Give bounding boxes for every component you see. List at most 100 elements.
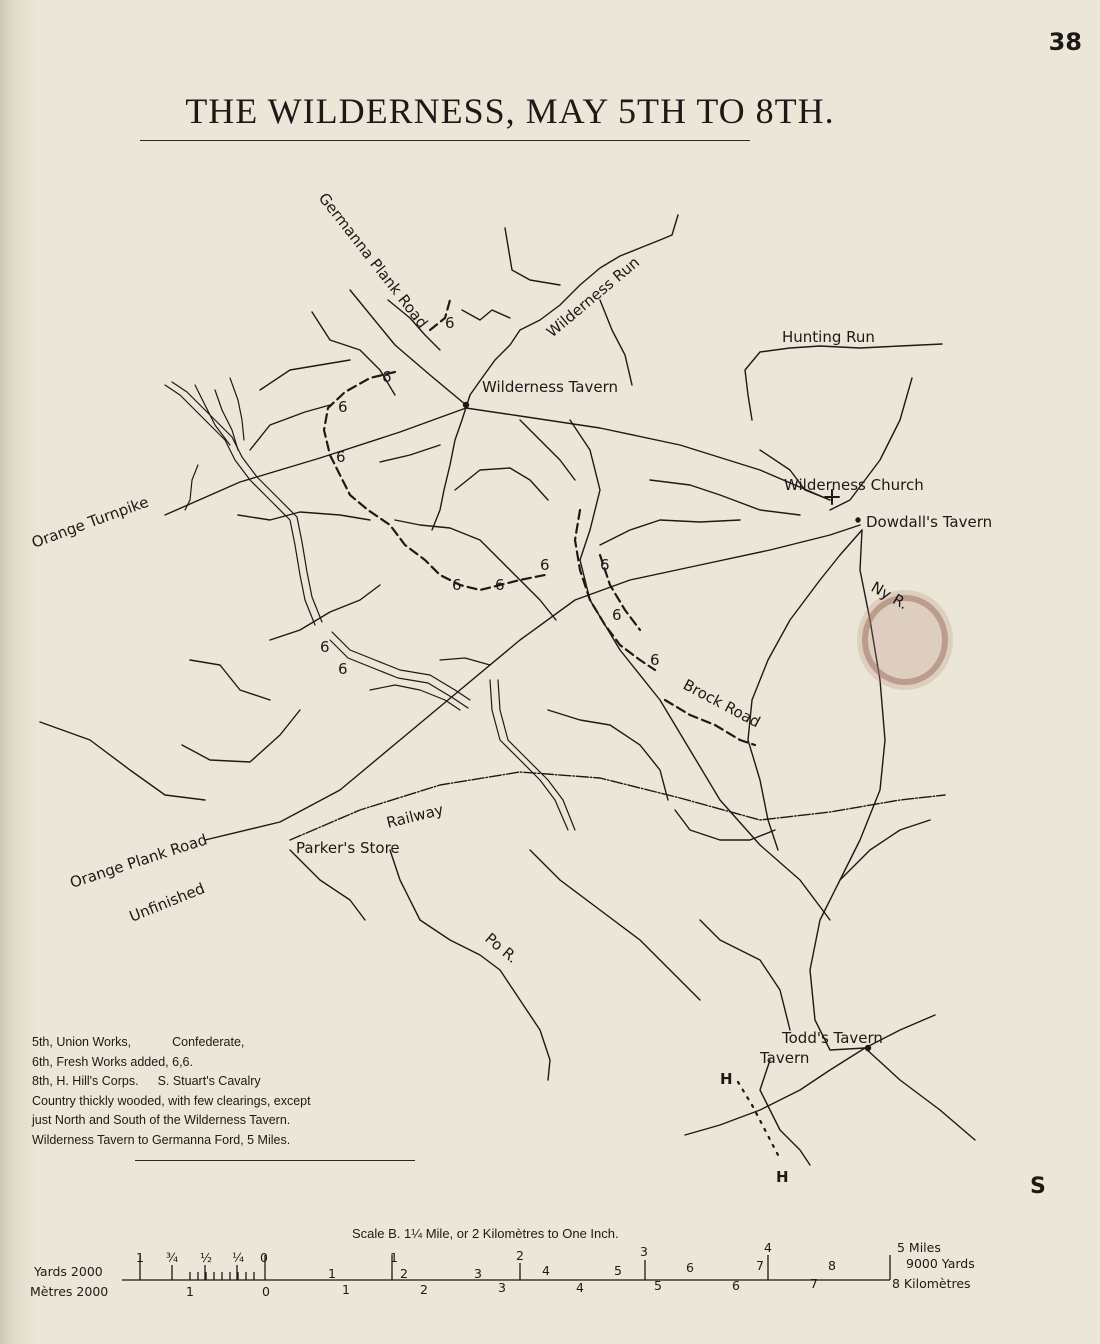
legend-underline bbox=[135, 1160, 415, 1161]
stain-mark bbox=[862, 595, 948, 685]
fresh-works-mark: 6 bbox=[452, 576, 462, 594]
stream-branch bbox=[759, 1059, 811, 1166]
fresh-works-mark: 6 bbox=[338, 398, 348, 416]
scale-yard-tick: 7 bbox=[756, 1258, 764, 1273]
scale-mile-tick: ½ bbox=[200, 1250, 212, 1265]
scale-km-unit: 8 Kilomètres bbox=[892, 1276, 971, 1291]
confederate-works-line bbox=[489, 679, 569, 831]
dowdalls-tavern-label: Dowdall's Tavern bbox=[866, 513, 992, 531]
scale-km-tick: 4 bbox=[576, 1280, 584, 1295]
scale-mile-tick: 4 bbox=[764, 1240, 772, 1255]
legend-row: 8th, H. Hill's Corps. S. Stuart's Cavalr… bbox=[32, 1072, 452, 1092]
confederate-works-line bbox=[171, 381, 323, 623]
stain-mark bbox=[857, 590, 953, 690]
confederate-works-line bbox=[194, 384, 231, 446]
wilderness-tavern-marker bbox=[462, 401, 470, 409]
stuart-cavalry-mark: S bbox=[1030, 1174, 1046, 1199]
legend-union-works: 5th, Union Works, bbox=[32, 1035, 132, 1049]
scale-yard-tick: 5 bbox=[614, 1263, 622, 1278]
fresh-works-mark: 6 bbox=[650, 651, 660, 669]
legend-fresh-works: 6th, Fresh Works added, 6,6. bbox=[32, 1054, 193, 1069]
scale-mile-tick: 1 bbox=[136, 1250, 144, 1265]
unfinished-label: Unfinished bbox=[127, 879, 208, 926]
map-title: THE WILDERNESS, MAY 5TH TO 8TH. bbox=[185, 91, 835, 131]
confederate-works-line bbox=[184, 464, 199, 511]
orange-turnpike-line bbox=[164, 407, 831, 516]
fresh-works-mark: 6 bbox=[600, 556, 610, 574]
scale-yard-tick: 3 bbox=[474, 1266, 482, 1281]
confederate-works-line bbox=[331, 631, 471, 701]
stream-branch bbox=[519, 419, 576, 481]
stream-branch bbox=[189, 659, 271, 701]
legend-note: just North and South of the Wilderness T… bbox=[32, 1113, 291, 1127]
scale-bar-ticks bbox=[139, 1255, 891, 1280]
scale-yard-tick: 6 bbox=[686, 1260, 694, 1275]
legend-confederate-works: Confederate, bbox=[172, 1035, 245, 1049]
scale-yards-label: Yards 2000 bbox=[33, 1264, 103, 1279]
scale-yard-tick: 4 bbox=[542, 1263, 550, 1278]
union-works-line bbox=[428, 298, 452, 332]
stream-branch bbox=[259, 359, 351, 391]
scale-km-tick: 7 bbox=[810, 1276, 818, 1291]
confederate-works-line bbox=[439, 657, 491, 666]
scale-km-tick: 5 bbox=[654, 1278, 662, 1293]
confederate-works-line bbox=[497, 679, 576, 831]
confederate-works-line bbox=[164, 384, 316, 626]
scale-mile-tick: 0 bbox=[260, 1250, 268, 1265]
stream-branch bbox=[547, 709, 669, 801]
stream-branch bbox=[599, 299, 633, 386]
legend-stuarts-cavalry: S. Stuart's Cavalry bbox=[157, 1074, 261, 1088]
scale-km-tick: 0 bbox=[262, 1284, 270, 1299]
union-works-line bbox=[598, 553, 642, 632]
stream-branch bbox=[461, 309, 511, 321]
scale-yard-tick: 8 bbox=[828, 1258, 836, 1273]
hunting-run-label: Hunting Run bbox=[782, 328, 875, 346]
confederate-works-line bbox=[369, 684, 461, 711]
scale-metres-label: Mètres 2000 bbox=[30, 1284, 108, 1299]
legend-hills-corps: 8th, H. Hill's Corps. bbox=[32, 1074, 139, 1088]
todds-tavern-marker bbox=[864, 1044, 872, 1052]
union-works-line bbox=[663, 698, 757, 747]
scale-miles-unit: 5 Miles bbox=[897, 1240, 941, 1255]
map-legend: 5th, Union Works, Confederate, 6th, Fres… bbox=[32, 1033, 452, 1150]
stream-branch bbox=[389, 849, 551, 1081]
fresh-works-mark: 6 bbox=[612, 606, 622, 624]
fresh-works-mark: 6 bbox=[445, 314, 455, 332]
germanna-plank-road-line bbox=[349, 289, 467, 406]
stream-branch bbox=[249, 404, 331, 451]
dowdalls-tavern-marker bbox=[855, 517, 861, 523]
stream-branch bbox=[829, 377, 913, 511]
brock-road-line bbox=[747, 529, 863, 851]
wilderness-run-label: Wilderness Run bbox=[543, 253, 643, 341]
scale-mile-tick: ¼ bbox=[232, 1250, 244, 1265]
stream-branch bbox=[237, 511, 371, 521]
stream-branch bbox=[504, 227, 561, 286]
stream-branch bbox=[649, 479, 801, 516]
scale-km-tick: 3 bbox=[498, 1280, 506, 1295]
title-underline bbox=[140, 140, 750, 141]
fresh-works-mark: 6 bbox=[338, 660, 348, 678]
stream-branch bbox=[699, 919, 791, 1031]
stream-branch bbox=[599, 519, 741, 546]
stream-branch bbox=[289, 849, 366, 921]
stream-branch bbox=[394, 519, 557, 621]
scale-yards-unit: 9000 Yards bbox=[906, 1256, 975, 1271]
confederate-works-line bbox=[329, 639, 469, 709]
stream-branch bbox=[759, 449, 831, 501]
orange-plank-road-label: Orange Plank Road bbox=[68, 830, 210, 891]
wilderness-run-stream bbox=[431, 214, 679, 531]
hunting-run-stream bbox=[744, 343, 943, 421]
legend-note: Wilderness Tavern to Germanna Ford, 5 Mi… bbox=[32, 1132, 291, 1147]
scale-mile-tick: 2 bbox=[516, 1248, 524, 1263]
stream-branch bbox=[454, 467, 549, 501]
fresh-works-mark: 6 bbox=[540, 556, 550, 574]
scale-km-tick: 6 bbox=[732, 1278, 740, 1293]
railway-line bbox=[289, 771, 946, 841]
brock-road-label-part: Brock Road bbox=[680, 676, 763, 732]
scale-mile-tick: 3 bbox=[640, 1244, 648, 1259]
fresh-works-mark: 6 bbox=[382, 368, 392, 386]
hill-corps-route bbox=[736, 1080, 780, 1157]
stream-branch bbox=[379, 444, 441, 463]
railway-label: Railway bbox=[385, 800, 446, 832]
